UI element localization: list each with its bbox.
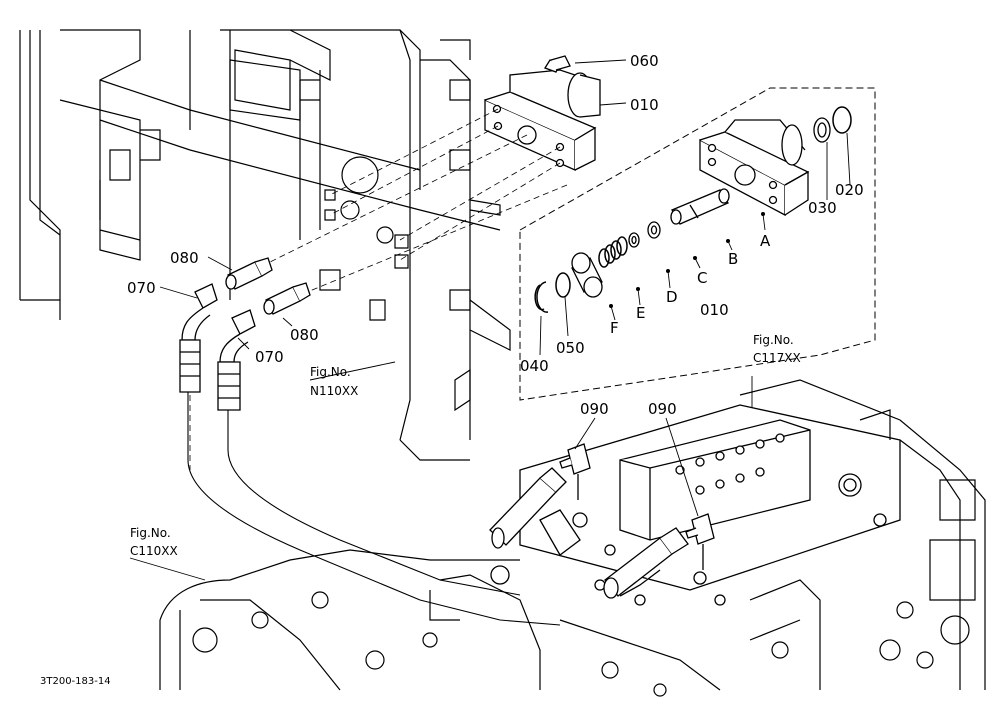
figure-reference-n110: Fig.No. N110XX bbox=[310, 365, 358, 398]
fig-ref-c117-code: C117XX bbox=[753, 351, 801, 365]
callout-090-a: 090 bbox=[580, 400, 609, 418]
figure-reference-c117: Fig.No. C117XX bbox=[753, 333, 801, 365]
hose-routing bbox=[187, 392, 561, 626]
drawing-code: 3T200-183-14 bbox=[40, 676, 111, 687]
alignment-lines bbox=[189, 108, 568, 470]
fitting-090-a bbox=[489, 443, 591, 549]
kit-plug-F bbox=[571, 252, 603, 298]
kit-snapring-040 bbox=[534, 281, 549, 313]
control-valve-block bbox=[490, 404, 901, 606]
leader-lines bbox=[129, 59, 851, 581]
callout-E: E bbox=[636, 304, 645, 322]
callout-020: 020 bbox=[835, 181, 864, 199]
callout-070-a: 070 bbox=[127, 279, 156, 297]
fig-ref-n110-code: N110XX bbox=[310, 384, 358, 398]
callout-050: 050 bbox=[556, 339, 585, 357]
callout-060: 060 bbox=[630, 52, 659, 70]
kit-ring-D bbox=[628, 232, 640, 248]
transmission-case bbox=[159, 379, 986, 697]
callout-A: A bbox=[760, 232, 771, 250]
callout-D: D bbox=[666, 288, 678, 306]
fig-ref-n110-label: Fig.No. bbox=[310, 365, 351, 379]
frame-structure bbox=[19, 29, 511, 461]
elbow-070-b bbox=[217, 309, 256, 411]
callout-labels: 060 010 020 030 A B C D E F 010 050 040 … bbox=[127, 52, 864, 418]
kit-valve-body-A bbox=[699, 119, 810, 217]
fig-ref-c110-code: C110XX bbox=[130, 544, 178, 558]
fitting-090-b bbox=[603, 513, 715, 599]
kit-ring-020 bbox=[832, 106, 852, 134]
valve-assembly-installed bbox=[484, 55, 601, 172]
callout-B: B bbox=[728, 250, 738, 268]
callout-C: C bbox=[697, 269, 707, 287]
kit-spool-B bbox=[670, 188, 730, 225]
kit-washer-C bbox=[647, 221, 661, 239]
kit-seal-030 bbox=[813, 117, 831, 143]
fig-ref-c117-label: Fig.No. bbox=[753, 333, 794, 347]
callout-F: F bbox=[610, 319, 619, 337]
callout-090-b: 090 bbox=[648, 400, 677, 418]
leader-dots bbox=[609, 212, 765, 308]
fitting-080-b bbox=[263, 282, 311, 315]
elbow-070-a bbox=[179, 283, 218, 393]
callout-030: 030 bbox=[808, 199, 837, 217]
figure-reference-c110: Fig.No. C110XX bbox=[130, 526, 178, 558]
callout-010-kit: 010 bbox=[700, 301, 729, 319]
fig-ref-c110-label: Fig.No. bbox=[130, 526, 171, 540]
callout-080-b: 080 bbox=[290, 326, 319, 344]
kit-boundary-box bbox=[519, 87, 876, 401]
callout-070-b: 070 bbox=[255, 348, 284, 366]
fitting-080-a bbox=[225, 257, 273, 290]
kit-spring-E bbox=[598, 236, 628, 268]
callout-010-installed: 010 bbox=[630, 96, 659, 114]
kit-oring-050 bbox=[555, 272, 571, 298]
callout-080-a: 080 bbox=[170, 249, 199, 267]
callout-040: 040 bbox=[520, 357, 549, 375]
